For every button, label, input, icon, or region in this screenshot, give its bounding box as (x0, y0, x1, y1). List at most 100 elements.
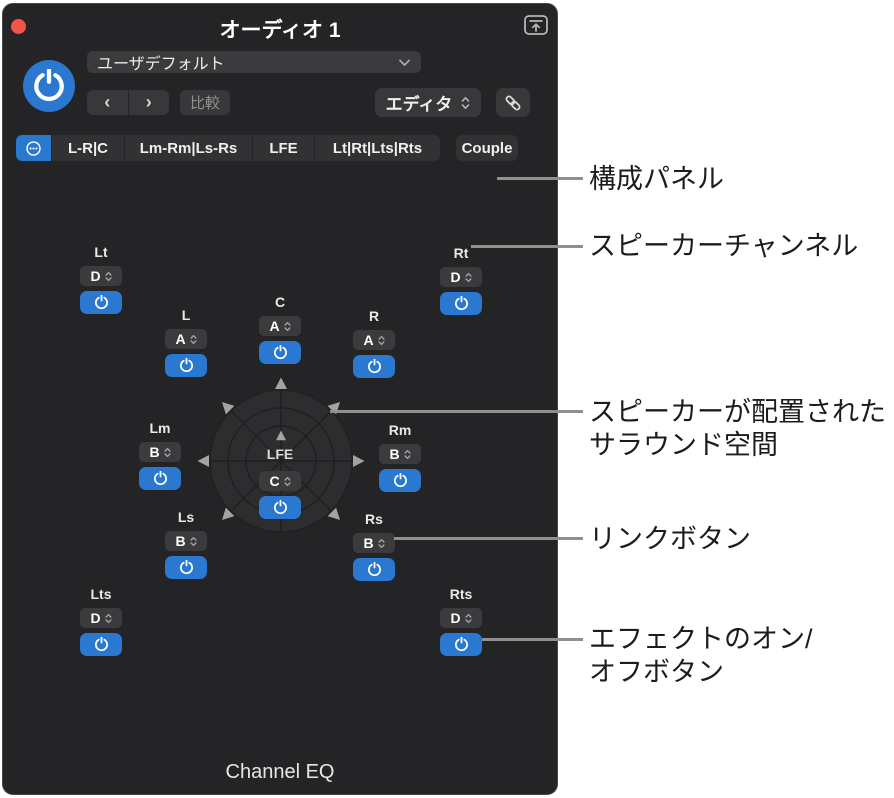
view-mode-dropdown[interactable]: エディタ (375, 88, 481, 117)
channel-label: Ls (177, 509, 195, 525)
link-button[interactable] (496, 88, 530, 117)
effect-power-button-rts[interactable] (440, 633, 482, 656)
effect-power-button-rm[interactable] (379, 469, 421, 492)
power-icon (94, 637, 108, 652)
effect-power-button-lt[interactable] (80, 291, 122, 314)
previous-preset-button[interactable]: ‹ (87, 90, 129, 115)
channel-cluster-lm: Lm B (139, 420, 181, 490)
annotation-speaker-channel: スピーカーチャンネル (589, 230, 858, 263)
link-group-value: C (269, 473, 280, 489)
link-group-select-r[interactable]: A (353, 330, 395, 350)
effect-power-button-lfe[interactable] (259, 496, 301, 519)
callout-line-config-panel (497, 177, 583, 180)
channel-cluster-rm: Rm B (379, 422, 421, 492)
window-title: オーディオ 1 (219, 19, 341, 42)
effect-power-button-rs[interactable] (353, 558, 395, 581)
chevron-updown-icon (377, 538, 385, 548)
channel-cluster-lts: Lts D (80, 586, 122, 656)
link-group-value: B (149, 444, 160, 460)
channel-cluster-c: C A (259, 294, 301, 364)
channel-label: Rs (365, 511, 383, 527)
link-group-select-c[interactable]: A (259, 316, 301, 336)
channel-label: Rm (388, 422, 412, 438)
chevron-updown-icon (189, 536, 197, 546)
link-group-select-lt[interactable]: D (80, 266, 122, 286)
link-group-value: A (363, 332, 374, 348)
channel-cluster-rs: Rs B (353, 511, 395, 581)
effect-power-button-lm[interactable] (139, 467, 181, 490)
power-icon (454, 637, 468, 652)
effect-power-button-ls[interactable] (165, 556, 207, 579)
link-group-select-lts[interactable]: D (80, 608, 122, 628)
chain-link-icon (503, 93, 523, 113)
link-group-select-lm[interactable]: B (139, 442, 181, 462)
chevron-updown-icon (163, 447, 171, 457)
tab-ltrt-ltsrts[interactable]: Lt|Rt|Lts|Rts (332, 139, 423, 157)
compare-button[interactable]: 比較 (180, 90, 230, 115)
effect-power-button-c[interactable] (259, 341, 301, 364)
open-in-window-button[interactable] (523, 14, 549, 36)
preset-dropdown[interactable]: ユーザデフォルト (87, 51, 421, 73)
link-group-select-rm[interactable]: B (379, 444, 421, 464)
effect-power-button-l[interactable] (165, 354, 207, 377)
chevron-updown-icon (462, 96, 470, 109)
chevron-updown-icon (377, 335, 385, 345)
annotation-power-button: エフェクトのオン/ オフボタン (589, 623, 813, 689)
link-group-value: B (175, 533, 186, 549)
power-icon (367, 359, 381, 374)
link-group-select-rts[interactable]: D (440, 608, 482, 628)
channel-label: Rts (449, 586, 473, 602)
power-icon (179, 358, 193, 373)
link-group-value: B (363, 535, 374, 551)
tab-lrc[interactable]: L-R|C (52, 135, 125, 161)
effect-power-button-r[interactable] (353, 355, 395, 378)
surround-space (196, 376, 366, 546)
channel-label: L (181, 307, 191, 323)
tab-lfe[interactable]: LFE (253, 135, 315, 161)
power-icon (94, 295, 108, 310)
effect-power-button-rt[interactable] (440, 292, 482, 315)
preset-nav: ‹ › (87, 90, 169, 115)
effect-power-button-lts[interactable] (80, 633, 122, 656)
couple-button[interactable]: Couple (456, 135, 518, 161)
preset-value: ユーザデフォルト (97, 56, 225, 73)
chevron-updown-icon (464, 272, 472, 282)
link-group-select-ls[interactable]: B (165, 531, 207, 551)
link-group-select-lfe[interactable]: C (259, 471, 301, 491)
configuration-tab-bar: L-R|C Lm-Rm|Ls-Rs LFE Lt|Rt|Lts|Rts (16, 135, 440, 161)
tab-configuration[interactable] (16, 135, 52, 161)
channel-label: LFE (266, 446, 294, 462)
link-group-select-rt[interactable]: D (440, 267, 482, 287)
callout-line-surround-space (330, 410, 583, 413)
link-group-value: A (269, 318, 280, 334)
chevron-updown-icon (104, 613, 112, 623)
next-preset-button[interactable]: › (145, 92, 152, 112)
plugin-bypass-button[interactable] (23, 60, 75, 112)
link-group-select-l[interactable]: A (165, 329, 207, 349)
window-up-arrow-icon (523, 14, 549, 36)
power-icon (32, 69, 66, 103)
annotation-text: オフボタン (589, 657, 724, 687)
chevron-updown-icon (403, 449, 411, 459)
power-icon (367, 562, 381, 577)
titlebar: オーディオ 1 (3, 4, 557, 44)
power-icon (273, 345, 287, 360)
link-group-select-rs[interactable]: B (353, 533, 395, 553)
chevron-updown-icon (189, 334, 197, 344)
callout-line-power-button (482, 638, 583, 641)
link-group-value: A (175, 331, 186, 347)
callout-line-speaker-channel (471, 245, 583, 248)
power-icon (393, 473, 407, 488)
chevron-updown-icon (283, 321, 291, 331)
annotation-surround-space: スピーカーが配置された サラウンド空間 (589, 396, 886, 462)
plugin-name: Channel EQ (225, 761, 335, 783)
channel-cluster-l: L A (165, 307, 207, 377)
close-button[interactable] (11, 19, 26, 34)
plugin-window: オーディオ 1 (2, 3, 558, 795)
channel-cluster-ls: Ls B (165, 509, 207, 579)
tab-lmrm-lsrs[interactable]: Lm-Rm|Ls-Rs (125, 135, 253, 161)
chevron-updown-icon (104, 271, 112, 281)
chevron-updown-icon (283, 476, 291, 486)
chevron-updown-icon (464, 613, 472, 623)
